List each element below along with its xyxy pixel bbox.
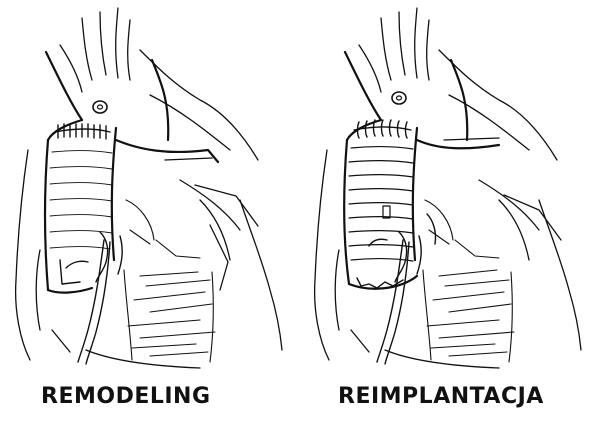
great-vessels [16,8,282,368]
great-vessels [315,8,581,368]
coronary-ostium [392,92,406,104]
graft-rings [349,147,413,261]
reimplantation-caption: REIMPLANTACJA [338,384,544,409]
remodeling-caption: REMODELING [41,384,211,409]
heart-texture [124,200,215,362]
reimplantation-illustration [299,0,598,384]
aorta-outline [45,52,218,293]
remodeling-panel: REMODELING [0,0,299,424]
reimplantation-panel: REIMPLANTACJA [299,0,598,424]
remodeling-illustration [0,0,299,384]
heart-texture [423,200,514,362]
coronary-ostium [93,101,107,113]
suture-line [354,120,411,138]
